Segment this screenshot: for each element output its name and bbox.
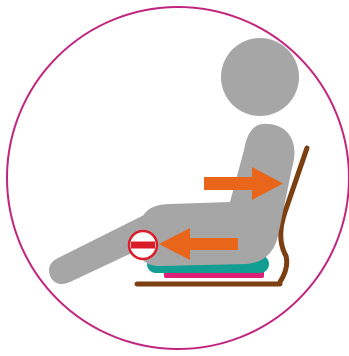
person-head	[221, 38, 299, 116]
no-entry-icon	[129, 231, 157, 259]
push-back-arrow-shaft	[204, 177, 254, 190]
no-entry-icon-bar	[131, 242, 155, 249]
slide-forward-arrow-shaft	[188, 238, 238, 250]
